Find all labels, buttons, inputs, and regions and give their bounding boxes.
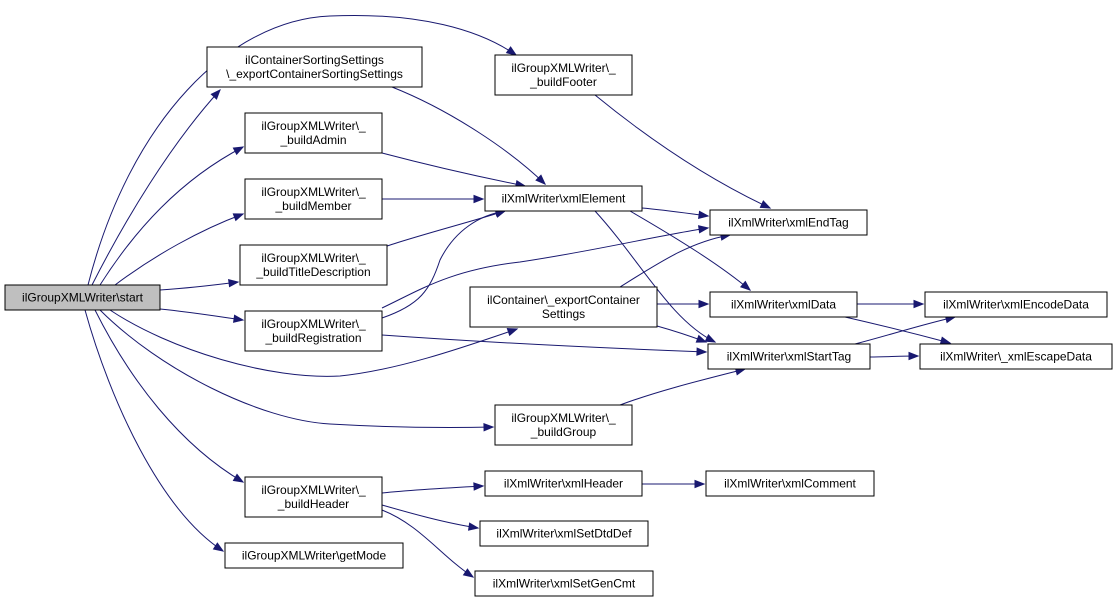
edge-start-to-getMode	[84, 309, 225, 552]
edge-buildFooter-to-xmlEndTag	[594, 94, 772, 209]
call-graph-nodes: ilGroupXMLWriter\start ilContainerSorting…	[4, 46, 1113, 597]
edge-start-to-buildFooter	[87, 14, 518, 286]
edge-start-to-buildAdmin	[99, 146, 245, 286]
node-buildRegistration[interactable]: ilGroupXMLWriter\__buildRegistration	[244, 310, 383, 352]
node-buildAdmin[interactable]: ilGroupXMLWriter\__buildAdmin	[244, 112, 383, 154]
edge-buildRegistration-to-xmlEndTag	[381, 225, 710, 309]
node-buildHeader[interactable]: ilGroupXMLWriter\__buildHeader	[244, 476, 383, 518]
node-label: _buildAdmin	[279, 133, 346, 147]
node-buildGroup[interactable]: ilGroupXMLWriter\__buildGroup	[494, 404, 633, 446]
edge-start-to-buildGroup	[99, 309, 495, 432]
edge-buildGroup-to-xmlStartTag	[619, 367, 747, 406]
node-label: ilXmlWriter\xmlStartTag	[727, 350, 851, 364]
node-xmlStartTag[interactable]: ilXmlWriter\xmlStartTag	[707, 343, 871, 370]
edge-buildHeader-to-xmlHeader	[381, 482, 485, 494]
node-label: ilContainer\_exportContainer	[487, 293, 640, 307]
node-label: _buildMember	[274, 199, 351, 213]
edge-start-to-buildMember	[114, 213, 245, 286]
node-label: _buildHeader	[277, 497, 349, 511]
node-label: ilXmlWriter\xmlEndTag	[728, 216, 848, 230]
node-label: ilGroupXMLWriter\_	[261, 185, 366, 199]
node-xmlEscapeData[interactable]: ilXmlWriter\_xmlEscapeData	[919, 343, 1113, 370]
edge-start-to-exportContainer	[109, 309, 519, 377]
node-label: ilGroupXMLWriter\_	[261, 251, 366, 265]
node-label: _buildFooter	[529, 75, 597, 89]
node-start[interactable]: ilGroupXMLWriter\start	[4, 284, 161, 311]
node-xmlElement[interactable]: ilXmlWriter\xmlElement	[484, 185, 643, 212]
node-label: Settings	[542, 307, 585, 321]
edge-buildHeader-to-xmlSetGenCmt	[381, 509, 475, 578]
edge-xmlStartTag-to-xmlEncodeData	[854, 314, 957, 345]
edge-buildHeader-to-xmlSetDtdDef	[381, 504, 480, 531]
edge-xmlStartTag-to-xmlEscapeData	[869, 351, 920, 361]
node-label: ilGroupXMLWriter\_	[261, 119, 366, 133]
node-label: \_exportContainerSortingSettings	[226, 67, 403, 81]
node-buildMember[interactable]: ilGroupXMLWriter\__buildMember	[244, 178, 383, 220]
node-label: ilGroupXMLWriter\_	[261, 483, 366, 497]
node-label: ilGroupXMLWriter\_	[511, 411, 616, 425]
node-xmlSetDtdDef[interactable]: ilXmlWriter\xmlSetDtdDef	[479, 520, 649, 547]
node-label: ilXmlWriter\xmlSetDtdDef	[496, 527, 632, 541]
edge-sorting-to-xmlElement	[391, 86, 546, 185]
node-label: ilXmlWriter\xmlEncodeData	[943, 298, 1089, 312]
node-label: _buildGroup	[530, 425, 597, 439]
edge-xmlData-to-xmlEscapeData	[844, 316, 952, 345]
node-label: ilXmlWriter\xmlComment	[724, 477, 856, 491]
node-label: ilGroupXMLWriter\_	[261, 317, 366, 331]
edge-start-to-sorting	[91, 88, 221, 286]
node-xmlData[interactable]: ilXmlWriter\xmlData	[709, 291, 858, 318]
edge-xmlData-to-xmlEncodeData	[856, 299, 925, 309]
edge-xmlElement-to-xmlEndTag	[641, 207, 710, 219]
node-xmlComment[interactable]: ilXmlWriter\xmlComment	[705, 470, 875, 497]
node-label: ilXmlWriter\_xmlEscapeData	[940, 350, 1092, 364]
edge-exportContainer-to-xmlStartTag	[656, 325, 708, 343]
node-buildFooter[interactable]: ilGroupXMLWriter\__buildFooter	[494, 54, 633, 96]
edge-xmlElement-to-xmlData	[629, 210, 752, 291]
node-label: ilGroupXMLWriter\getMode	[242, 549, 387, 563]
node-label: ilXmlWriter\xmlHeader	[504, 477, 623, 491]
node-label: ilGroupXMLWriter\_	[511, 61, 616, 75]
edge-start-to-buildRegistration	[159, 308, 245, 323]
node-sorting[interactable]: ilContainerSortingSettings\_exportContai…	[206, 46, 423, 88]
node-label: ilContainerSortingSettings	[245, 53, 384, 67]
node-getMode[interactable]: ilGroupXMLWriter\getMode	[224, 542, 404, 569]
edge-exportContainer-to-xmlData	[656, 299, 710, 309]
node-label: ilXmlWriter\xmlData	[731, 298, 836, 312]
node-label: _buildRegistration	[264, 331, 361, 345]
node-xmlEndTag[interactable]: ilXmlWriter\xmlEndTag	[709, 209, 868, 236]
node-label: ilXmlWriter\xmlSetGenCmt	[493, 577, 636, 591]
node-label: ilXmlWriter\xmlElement	[502, 192, 626, 206]
node-xmlSetGenCmt[interactable]: ilXmlWriter\xmlSetGenCmt	[474, 570, 654, 597]
call-graph-edges	[84, 14, 957, 578]
edge-xmlHeader-to-xmlComment	[641, 479, 706, 489]
edge-buildRegistration-to-xmlStartTag	[381, 334, 708, 356]
node-label: _buildTitleDescription	[255, 265, 370, 279]
edge-buildAdmin-to-xmlElement	[381, 152, 527, 189]
node-label: ilGroupXMLWriter\start	[22, 291, 144, 305]
node-buildTitleDesc[interactable]: ilGroupXMLWriter\__buildTitleDescription	[239, 244, 388, 286]
edge-start-to-buildTitleDesc	[159, 279, 240, 291]
node-xmlHeader[interactable]: ilXmlWriter\xmlHeader	[484, 470, 643, 497]
edge-start-to-buildHeader	[94, 309, 245, 483]
edge-buildMember-to-xmlElement	[382, 194, 485, 204]
node-xmlEncodeData[interactable]: ilXmlWriter\xmlEncodeData	[924, 291, 1108, 318]
